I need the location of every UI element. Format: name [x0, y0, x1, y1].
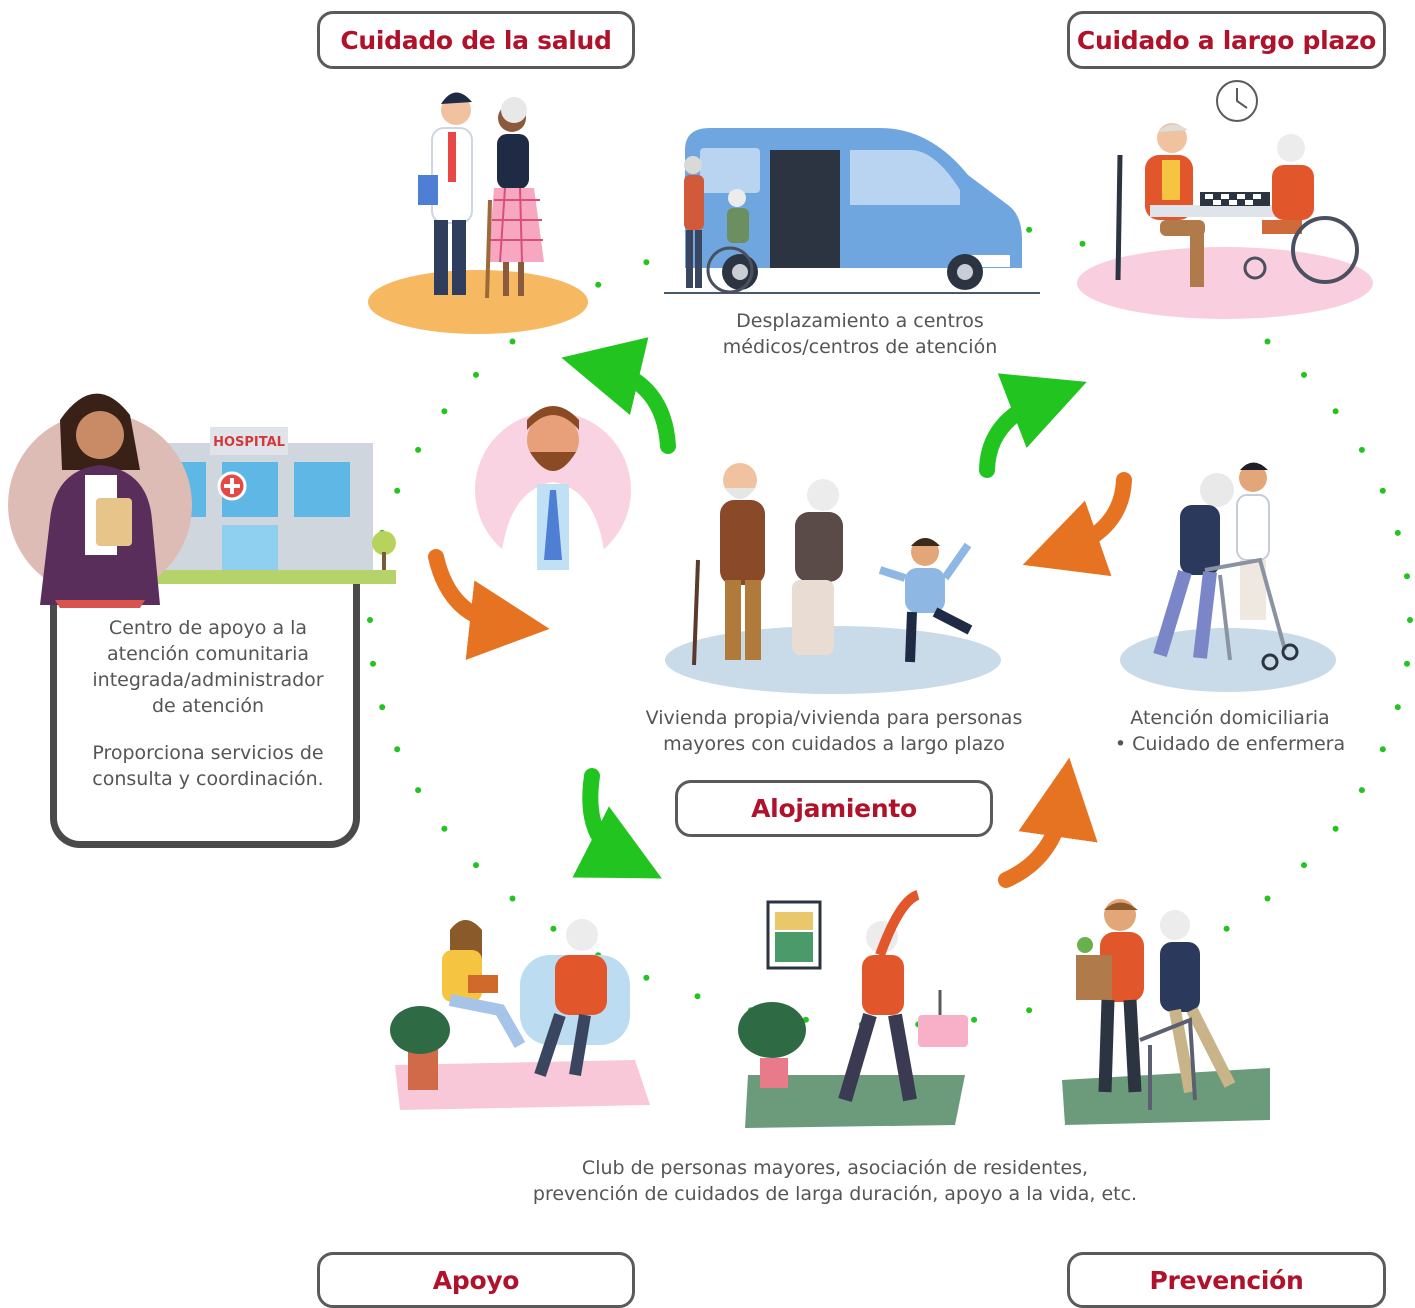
pill-housing-label: Alojamiento	[751, 794, 917, 823]
circle-dot	[1394, 704, 1401, 711]
circle-dot	[1379, 746, 1386, 753]
pill-long-term-care-label: Cuidado a largo plazo	[1076, 25, 1377, 55]
doctor-avatar-icon	[475, 406, 631, 570]
caption-transport-line: médicos/centros de atención	[722, 336, 998, 358]
reading-icon	[390, 919, 650, 1110]
family-icon	[665, 463, 1001, 694]
caption-admin-detail-line: consulta y coordinación.	[92, 768, 324, 790]
arrow-from-homecare	[1022, 472, 1132, 577]
caption-admin-detail: Proporciona servicios de consulta y coor…	[58, 740, 358, 792]
circle-dot	[643, 974, 650, 981]
arrow-to-longterm	[979, 373, 1087, 478]
pill-long-term-care: Cuidado a largo plazo	[1067, 11, 1386, 69]
hospital-sign: HOSPITAL	[213, 435, 285, 450]
circle-dot	[1079, 240, 1086, 247]
caption-housing-line: Vivienda propia/vivienda para personas	[645, 707, 1023, 729]
circle-dot	[1394, 529, 1401, 536]
circle-dot	[1264, 338, 1271, 345]
circle-dot	[441, 408, 448, 415]
caption-admin-line: Centro de apoyo a la	[108, 617, 308, 639]
circle-dot	[1026, 226, 1033, 233]
caption-admin-line: atención comunitaria	[106, 643, 310, 665]
circle-dot	[394, 487, 401, 494]
exercise-icon	[738, 890, 968, 1128]
pill-support-label: Apoyo	[432, 1265, 520, 1295]
circle-dot	[379, 704, 386, 711]
circle-dot	[473, 371, 479, 378]
circle-dot	[802, 1016, 809, 1023]
chess-icon	[1077, 80, 1373, 319]
circle-dot	[1301, 862, 1307, 869]
caption-admin-line: integrada/administrador	[92, 669, 324, 691]
caption-community: Club de personas mayores, asociación de …	[440, 1155, 1230, 1207]
caption-transport-line: Desplazamiento a centros	[736, 310, 984, 332]
caption-housing: Vivienda propia/vivienda para personas m…	[600, 705, 1068, 757]
arrow-to-health	[561, 337, 676, 454]
walker-icon	[1120, 462, 1336, 692]
circle-dot	[1379, 487, 1386, 494]
doctor-icon	[368, 92, 588, 334]
circle-dot	[694, 993, 701, 1000]
arrow-from-admin	[428, 549, 550, 660]
circle-dot	[1404, 660, 1410, 667]
circle-dot	[1026, 1007, 1033, 1014]
circle-dot	[971, 1016, 978, 1023]
circle-dot	[473, 862, 479, 869]
circle-dot	[1301, 371, 1307, 378]
caption-admin: Centro de apoyo a la atención comunitari…	[58, 615, 358, 719]
caption-transport: Desplazamiento a centros médicos/centros…	[640, 308, 1080, 360]
pill-health-care-label: Cuidado de la salud	[340, 25, 612, 55]
circle-dot	[509, 895, 516, 902]
caption-admin-line: de atención	[151, 695, 264, 717]
van-icon	[664, 128, 1040, 294]
pill-housing: Alojamiento	[675, 780, 993, 837]
circle-dot	[367, 617, 373, 623]
circle-dot	[394, 746, 401, 753]
circle-dot	[595, 281, 602, 288]
circle-dot	[1264, 895, 1271, 902]
caption-community-line: Club de personas mayores, asociación de …	[581, 1157, 1089, 1179]
arrow-to-support	[572, 768, 662, 879]
pill-prevention: Prevención	[1067, 1252, 1386, 1308]
pill-prevention-label: Prevención	[1149, 1265, 1304, 1295]
circle-dot	[1332, 825, 1339, 832]
circle-dot	[1358, 787, 1365, 794]
circle-dot	[550, 925, 557, 932]
caption-home-care-line: Atención domiciliaria	[1130, 707, 1330, 729]
shopping-icon	[1062, 899, 1270, 1125]
arrow-from-prevention	[998, 757, 1098, 888]
caption-housing-line: mayores con cuidados a largo plazo	[663, 733, 1005, 755]
pill-health-care: Cuidado de la salud	[317, 11, 635, 69]
circle-dot	[509, 338, 516, 345]
circle-dot	[370, 660, 376, 667]
circle-dot	[441, 825, 448, 832]
care-manager-icon	[8, 393, 192, 608]
circle-dot	[415, 446, 422, 453]
caption-home-care: Atención domiciliaria • Cuidado de enfer…	[1080, 705, 1380, 757]
circle-dot	[1332, 408, 1339, 415]
caption-home-care-line: • Cuidado de enfermera	[1114, 733, 1346, 755]
circle-dot	[1358, 446, 1365, 453]
circle-dot	[643, 259, 650, 266]
circle-dot	[415, 787, 422, 794]
circle-dot	[1404, 573, 1410, 580]
caption-community-line: prevención de cuidados de larga duración…	[532, 1183, 1138, 1205]
caption-admin-detail-line: Proporciona servicios de	[92, 742, 324, 764]
circle-dot	[1407, 617, 1413, 623]
circle-dot	[1223, 925, 1230, 932]
